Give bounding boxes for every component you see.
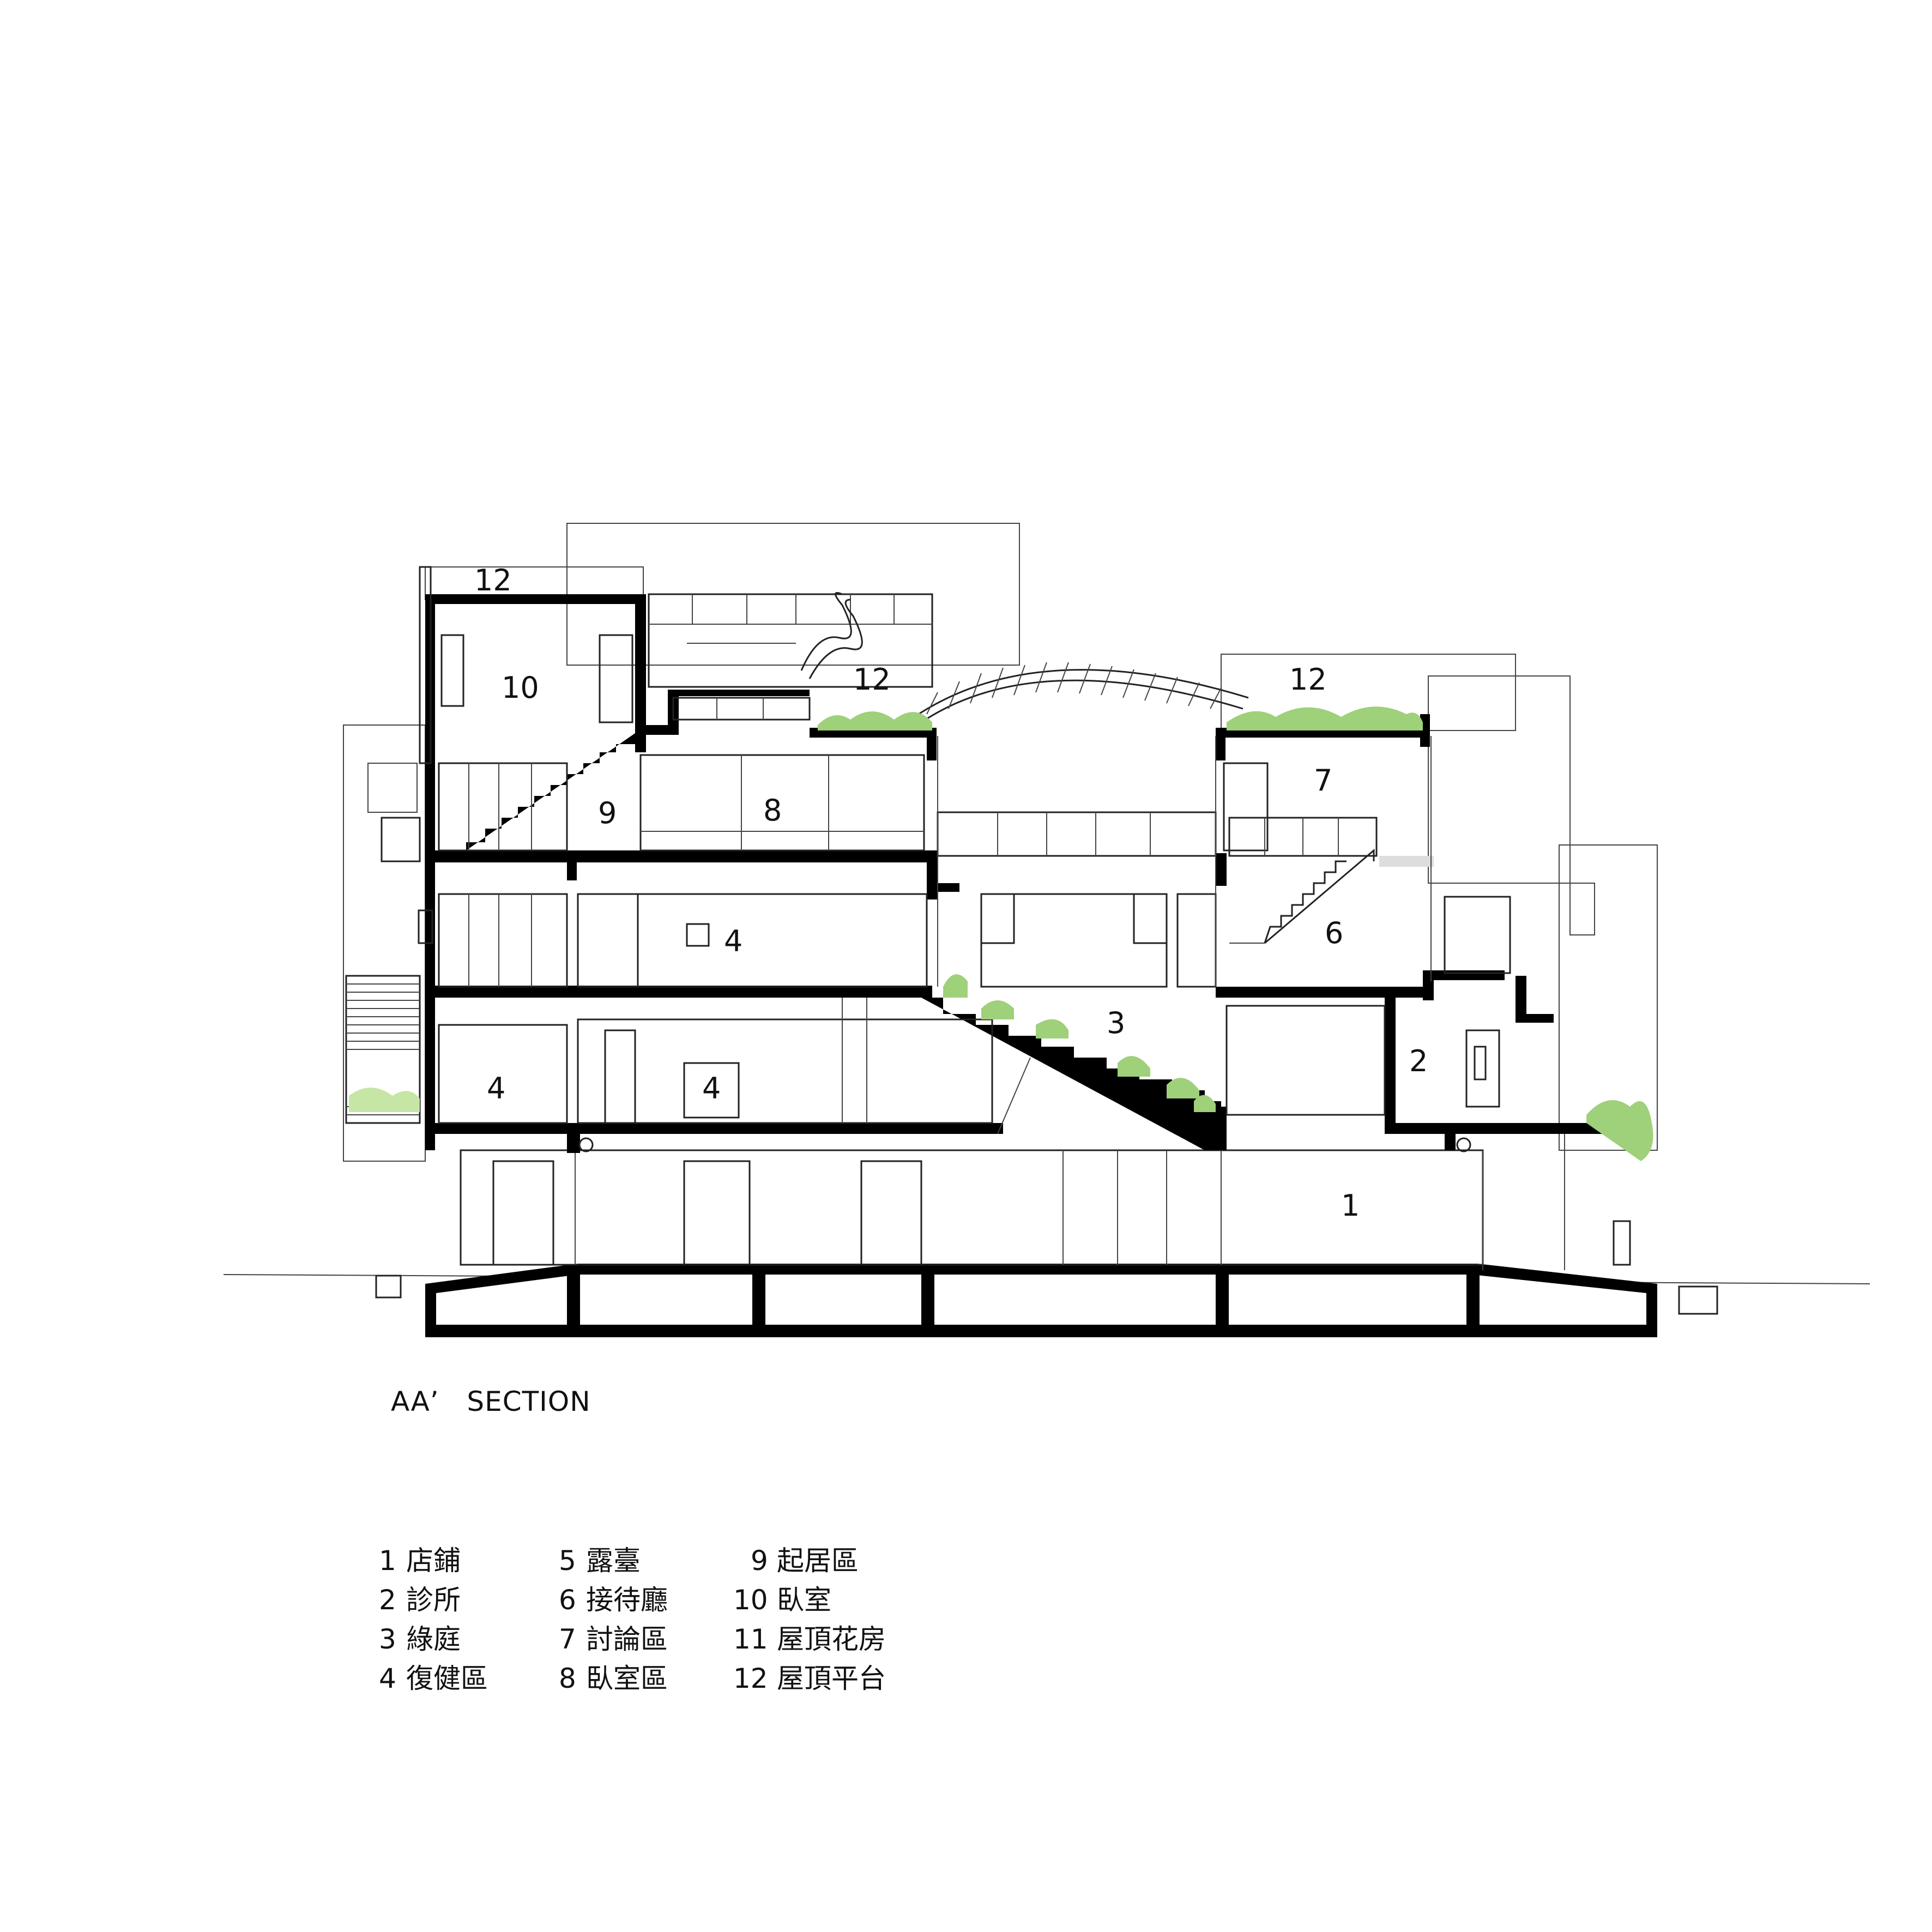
room-label-10: 10 [502, 671, 539, 705]
room-label-12-center: 12 [853, 662, 891, 697]
room-label-2: 2 [1409, 1044, 1428, 1078]
room-label-12-right: 12 [1289, 662, 1327, 697]
legend-number: 8 [559, 1663, 576, 1694]
structure-walls [425, 594, 1625, 1153]
legend-number: 9 [751, 1545, 768, 1577]
legend-label: 露臺 [586, 1545, 641, 1577]
legend: 1 店鋪 2 診所 3 綠庭 4 復健區 5 露臺 6 接待廳 7 討論區 8 臥室區 9 起居區 10 臥室 11 屋頂… [379, 1545, 886, 1694]
interior-details [345, 566, 1565, 1270]
legend-number: 5 [559, 1545, 576, 1577]
legend-number: 10 [733, 1584, 768, 1616]
basement-structure [375, 1264, 1718, 1337]
legend-label: 綠庭 [406, 1623, 461, 1655]
courtyard-stair [921, 998, 1221, 1150]
room-labels: 1 2 3 4 4 4 6 7 8 9 10 12 12 12 [474, 563, 1428, 1223]
legend-label: 店鋪 [406, 1545, 461, 1577]
legend-label: 接待廳 [586, 1584, 668, 1616]
upper-stair [466, 733, 635, 850]
legend-label: 屋頂平台 [777, 1663, 886, 1694]
legend-label: 診所 [406, 1584, 461, 1616]
room-label-4-level2: 4 [724, 924, 742, 958]
legend-number: 12 [733, 1663, 768, 1694]
legend-number: 3 [379, 1623, 396, 1655]
room-label-12-left: 12 [474, 563, 512, 597]
room-label-8: 8 [763, 793, 782, 828]
room-label-6: 6 [1325, 916, 1343, 950]
room-label-4-level1-right: 4 [702, 1071, 721, 1106]
legend-label: 復健區 [406, 1663, 488, 1694]
room-label-1: 1 [1341, 1188, 1360, 1223]
room-label-7: 7 [1314, 763, 1332, 798]
room-label-9: 9 [598, 796, 617, 830]
context-outlines [343, 523, 1658, 1162]
greenery [349, 707, 1653, 1161]
legend-label: 臥室 [777, 1584, 831, 1616]
section-title: AA’ SECTION [391, 1386, 591, 1417]
legend-number: 4 [379, 1663, 396, 1694]
legend-label: 臥室區 [586, 1663, 668, 1694]
room-label-3: 3 [1107, 1006, 1125, 1040]
legend-number: 7 [559, 1623, 576, 1655]
legend-label: 起居區 [777, 1545, 859, 1577]
legend-label: 屋頂花房 [777, 1623, 886, 1655]
legend-label: 討論區 [586, 1623, 668, 1655]
legend-number: 1 [379, 1545, 396, 1577]
room-label-4-level1-left: 4 [487, 1071, 505, 1106]
legend-number: 6 [559, 1584, 576, 1616]
legend-number: 2 [379, 1584, 396, 1616]
legend-number: 11 [733, 1623, 768, 1655]
ground-floor [460, 1149, 1631, 1270]
